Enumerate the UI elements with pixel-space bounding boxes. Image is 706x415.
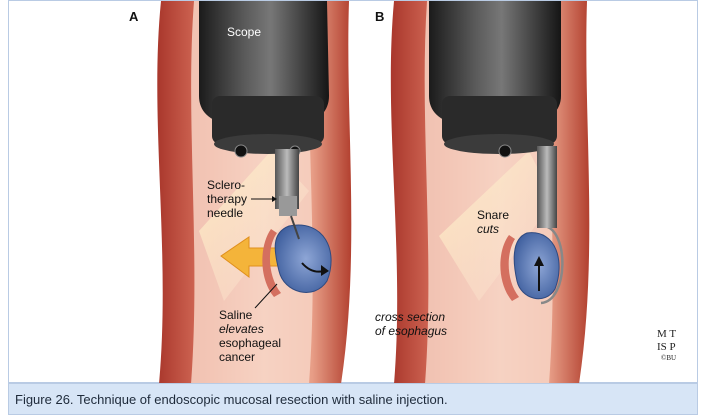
saline-label-1: Saline xyxy=(219,308,253,322)
figure-frame: A Scope Sclero- therapy needle Saline el… xyxy=(8,0,698,383)
saline-label-4: cancer xyxy=(219,350,255,364)
snare-sheath xyxy=(537,146,557,228)
cross-section-label-1: cross section xyxy=(375,310,445,324)
lens-icon xyxy=(235,145,247,157)
needle-label-3: needle xyxy=(207,206,243,220)
svg-text:IS P: IS P xyxy=(657,341,676,353)
snare-label-1: Snare xyxy=(477,208,509,222)
scope-label: Scope xyxy=(227,25,261,39)
svg-text:©BU: ©BU xyxy=(661,354,676,362)
saline-label-3: esophageal xyxy=(219,336,281,350)
publisher-watermark: M T IS P ©BU xyxy=(657,328,676,362)
needle-label-2: therapy xyxy=(207,192,247,206)
svg-text:M T: M T xyxy=(657,328,676,340)
panel-b: B Snare cuts cross section of esophagus … xyxy=(375,1,676,384)
panel-letter-b: B xyxy=(375,9,384,24)
panel-letter-a: A xyxy=(129,9,139,24)
caption-bar: Figure 26. Technique of endoscopic mucos… xyxy=(8,383,698,415)
snare-label-2: cuts xyxy=(477,222,499,236)
saline-label-2: elevates xyxy=(219,322,264,336)
figure-caption: Figure 26. Technique of endoscopic mucos… xyxy=(15,392,448,407)
cross-section-label-2: of esophagus xyxy=(375,324,447,338)
illustration: A Scope Sclero- therapy needle Saline el… xyxy=(9,1,699,384)
panel-a: A Scope Sclero- therapy needle Saline el… xyxy=(129,1,351,384)
needle-label-1: Sclero- xyxy=(207,178,245,192)
